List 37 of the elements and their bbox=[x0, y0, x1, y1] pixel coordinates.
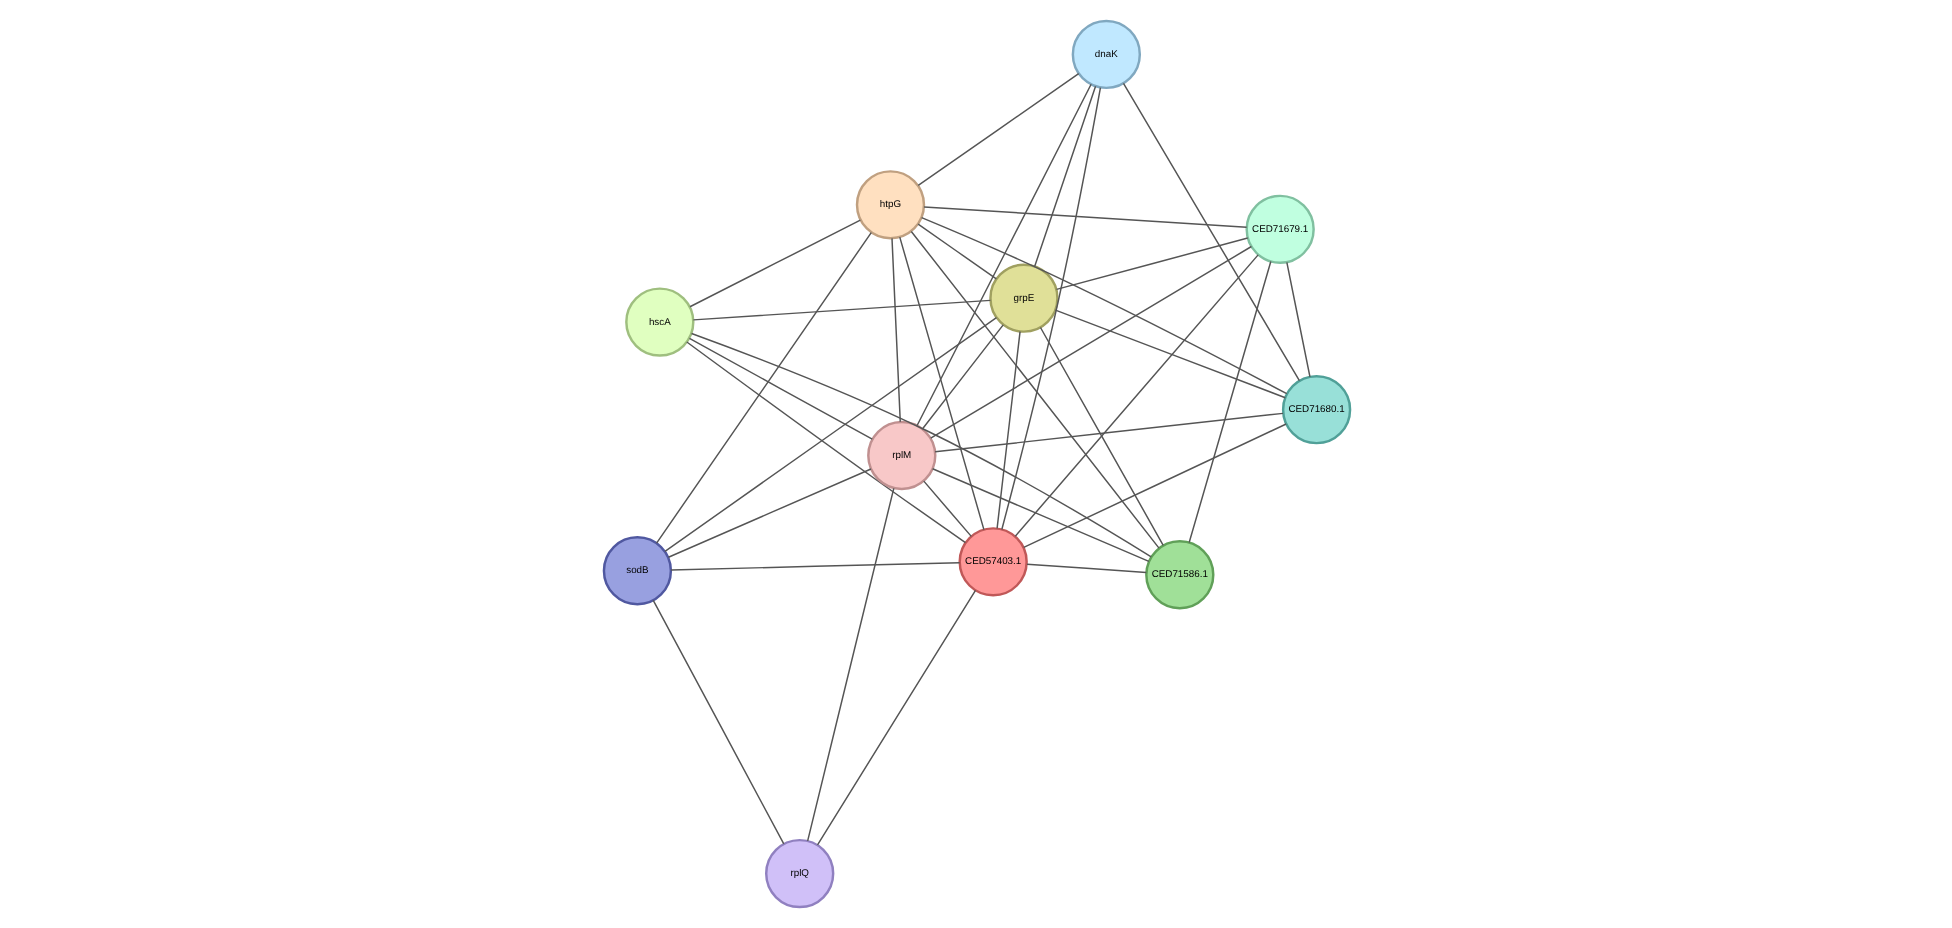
connector bbox=[1121, 82, 1300, 382]
connector bbox=[1013, 254, 1258, 537]
connector bbox=[663, 316, 997, 553]
connector bbox=[920, 324, 1003, 430]
connector bbox=[1285, 261, 1310, 378]
connector bbox=[651, 599, 784, 845]
connector bbox=[689, 332, 1151, 558]
connector bbox=[685, 341, 966, 544]
connector bbox=[1025, 563, 1146, 574]
connector bbox=[1038, 326, 1163, 546]
connector bbox=[1054, 237, 1248, 291]
connector bbox=[1033, 85, 1096, 268]
connector bbox=[654, 231, 871, 544]
connector bbox=[929, 245, 1252, 439]
connector bbox=[1022, 423, 1286, 549]
connector bbox=[933, 412, 1283, 453]
connector bbox=[815, 589, 976, 846]
connector bbox=[922, 480, 972, 538]
connector bbox=[995, 330, 1020, 530]
connector bbox=[890, 237, 900, 423]
connector bbox=[666, 468, 871, 558]
connector bbox=[687, 337, 872, 440]
connector bbox=[1053, 309, 1285, 399]
connector bbox=[805, 487, 894, 842]
connector bbox=[1000, 86, 1101, 531]
connector bbox=[916, 223, 997, 280]
connector bbox=[898, 236, 984, 531]
connector bbox=[688, 219, 861, 308]
connector bbox=[1187, 260, 1271, 544]
connector bbox=[919, 216, 1287, 395]
connector bbox=[922, 206, 1247, 228]
connector bbox=[916, 72, 1079, 187]
connector bbox=[909, 230, 1159, 549]
connector bbox=[691, 299, 991, 321]
connector bbox=[669, 561, 960, 571]
connector bbox=[915, 83, 1091, 427]
connector bbox=[930, 468, 1149, 563]
